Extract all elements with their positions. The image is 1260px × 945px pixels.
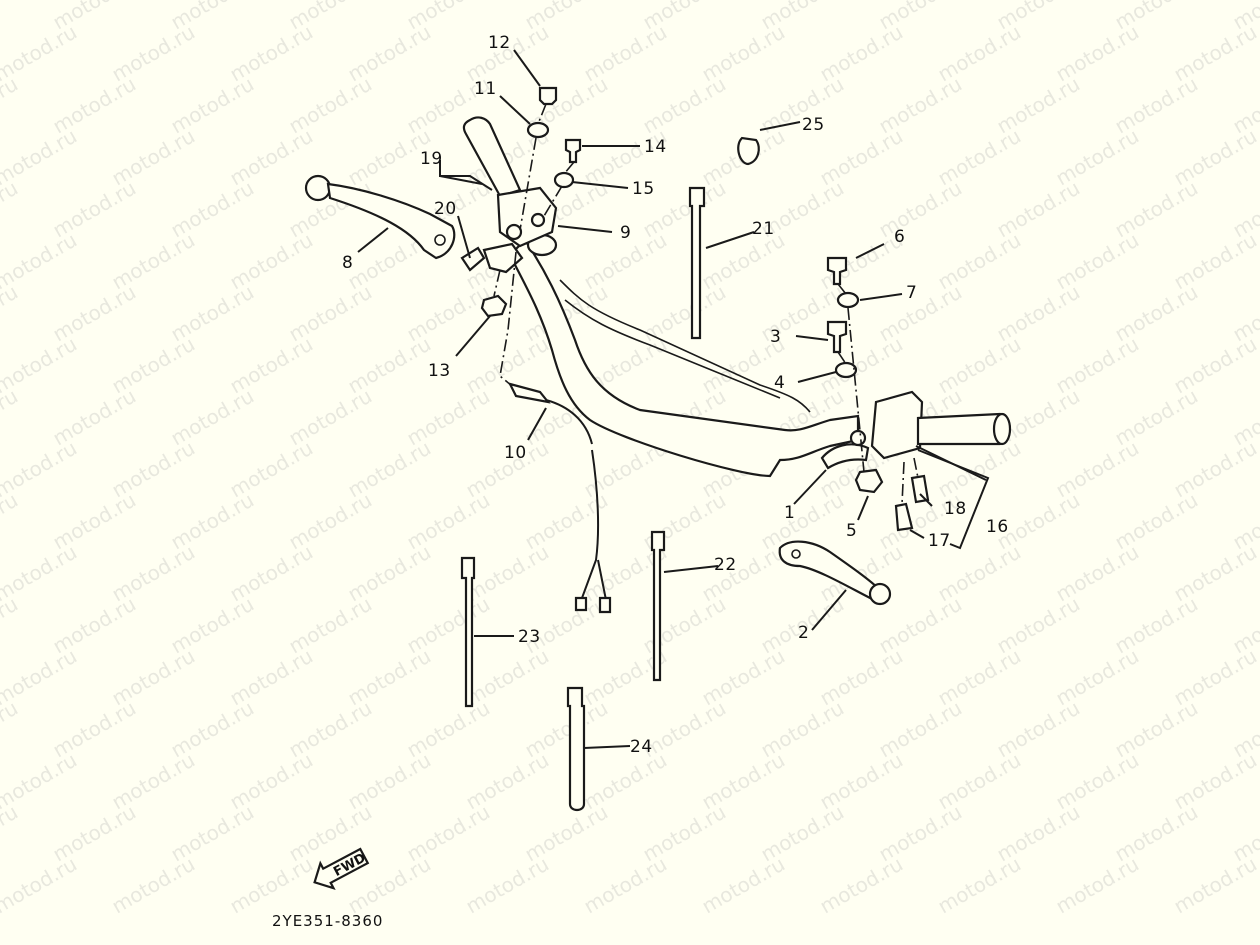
watermark-text: motod.ru [0, 384, 22, 451]
watermark-text: motod.ru [0, 176, 22, 243]
callout-23: 23 [518, 627, 541, 647]
watermark-text: motod.ru [0, 72, 22, 139]
watermark-text: motod.ru [698, 852, 789, 919]
callout-11: 11 [474, 79, 497, 99]
hardware-bolts-washers [460, 86, 930, 532]
callout-15: 15 [632, 179, 655, 199]
watermark-text: motod.ru [108, 852, 199, 919]
callout-9: 9 [620, 223, 631, 243]
watermark-text: motod.ru [580, 852, 671, 919]
callout-17: 17 [928, 531, 951, 551]
watermark-text: motod.ru [462, 852, 553, 919]
callout-1: 1 [784, 503, 795, 523]
watermark-text: motod.ru [0, 696, 22, 763]
callout-12: 12 [488, 33, 511, 53]
watermark-text: motod.ru [0, 592, 22, 659]
callout-22: 22 [714, 555, 737, 575]
callout-10: 10 [504, 443, 527, 463]
callout-18: 18 [944, 499, 967, 519]
callout-21: 21 [752, 219, 775, 239]
callout-8: 8 [342, 253, 353, 273]
callout-14: 14 [644, 137, 667, 157]
watermark-text: motod.ru [1052, 852, 1143, 919]
watermark-text: motod.ru [934, 852, 1025, 919]
brake-lever [778, 540, 892, 606]
clutch-lever [304, 174, 456, 260]
watermark-text: motod.ru [1170, 852, 1260, 919]
callout-4: 4 [774, 373, 785, 393]
handlebar [508, 233, 860, 478]
callout-5: 5 [846, 521, 857, 541]
watermark-text: motod.ru [816, 852, 907, 919]
callout-24: 24 [630, 737, 653, 757]
callout-6: 6 [894, 227, 905, 247]
callout-13: 13 [428, 361, 451, 381]
callout-16: 16 [986, 517, 1009, 537]
watermark-text: motod.ru [0, 852, 81, 919]
cable-ties [460, 186, 706, 812]
diagram-code: 2YE351-8360 [272, 912, 383, 930]
watermark-text: motod.ru [0, 280, 22, 347]
callout-19: 19 [420, 149, 443, 169]
watermark-text: motod.ru [0, 800, 22, 867]
leader-lines [357, 49, 990, 749]
watermark-text: motod.ru [226, 852, 317, 919]
callout-7: 7 [906, 283, 917, 303]
clutch-switch-cable [507, 382, 612, 614]
assembly-dash-lines [493, 103, 919, 505]
callout-25: 25 [802, 115, 825, 135]
watermark-text: motod.ru [0, 0, 22, 34]
right-switch-and-grip [820, 390, 1012, 470]
watermark-text: motod.ru [0, 488, 22, 555]
callout-labels: 12 11 14 15 9 25 21 6 7 3 4 19 20 8 13 1… [342, 33, 1009, 757]
callout-2: 2 [798, 623, 809, 643]
left-lever-holder [462, 116, 558, 274]
callout-20: 20 [434, 199, 457, 219]
callout-3: 3 [770, 327, 781, 347]
